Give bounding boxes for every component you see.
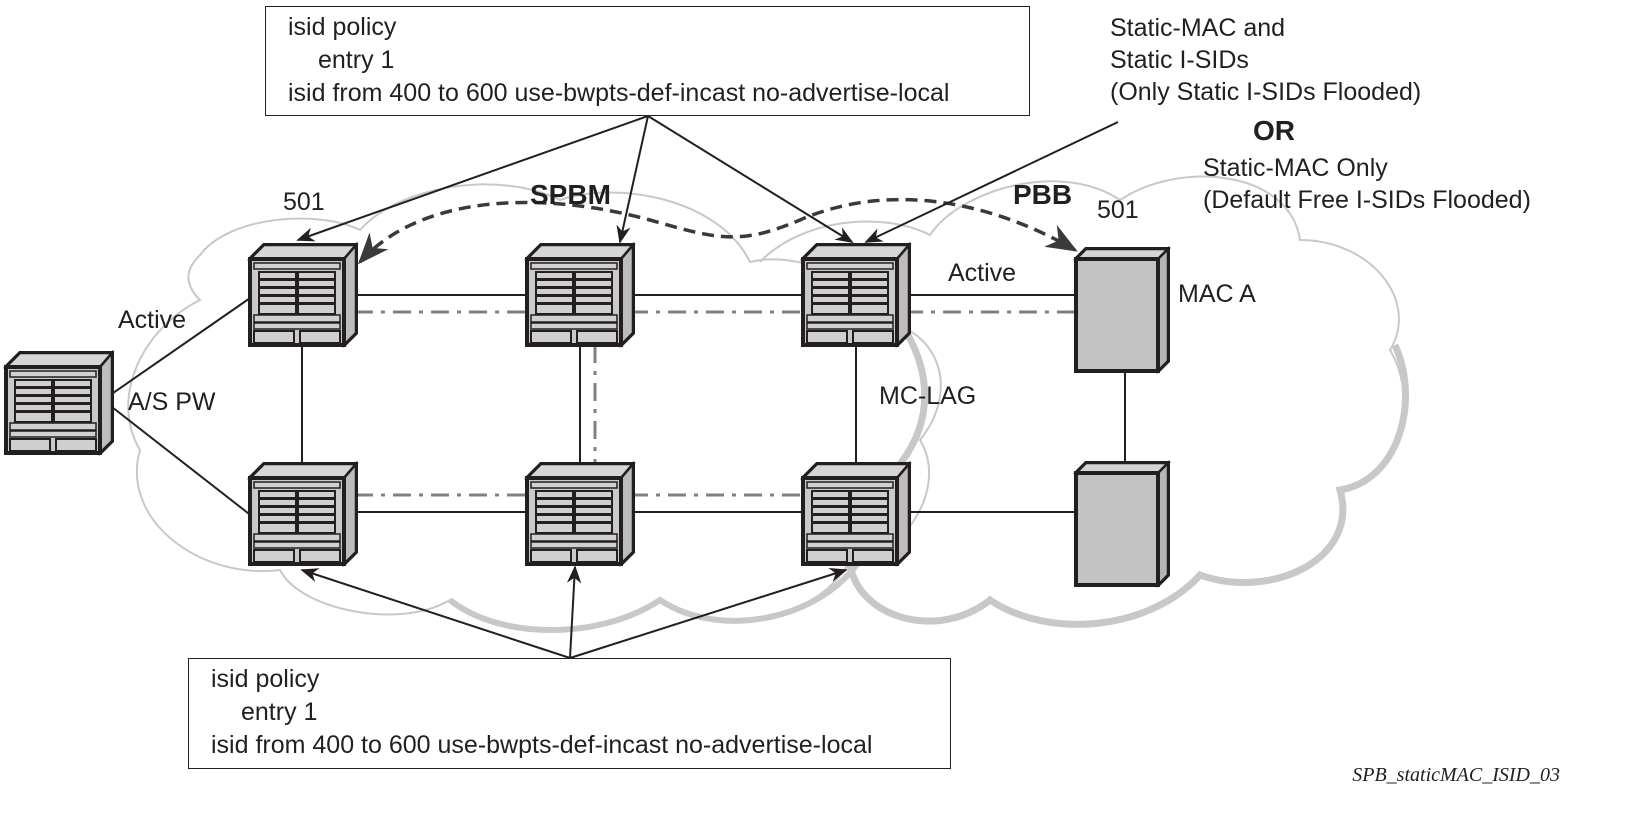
static-mac-annotation: Static-MAC and Static I-SIDs (Only Stati… <box>1110 14 1531 214</box>
router-pbb-bottom[interactable] <box>801 462 911 566</box>
figure-caption: SPB_staticMAC_ISID_03 <box>1352 764 1560 786</box>
annotation-line2: Static I-SIDs <box>1110 46 1249 74</box>
router-spbm-bottom-left[interactable] <box>248 462 358 566</box>
router-access[interactable] <box>4 351 114 455</box>
active-label-right: Active <box>948 259 1016 287</box>
pbb-label: PBB <box>1013 179 1072 210</box>
flooding-path-arrow <box>357 197 1078 265</box>
switch-bottom-right[interactable] <box>1074 461 1170 587</box>
spbm-cloud-shadow <box>448 558 863 633</box>
isid-label-right: 501 <box>1097 196 1139 224</box>
router-spbm-top-left[interactable] <box>248 243 358 347</box>
annotation-line3: (Only Static I-SIDs Flooded) <box>1110 78 1421 106</box>
router-spbm-top-middle[interactable] <box>525 243 635 347</box>
annotation-or: OR <box>1253 115 1295 146</box>
policy-top-line3: isid from 400 to 600 use-bwpts-def-incas… <box>288 79 950 107</box>
isid-policy-box-top: isid policy entry 1 isid from 400 to 600… <box>265 6 1030 116</box>
policy-bottom-line1: isid policy <box>211 665 320 693</box>
router-pbb-top[interactable] <box>801 243 911 347</box>
policy-bottom-line2: entry 1 <box>241 698 318 726</box>
policy-top-line1: isid policy <box>288 13 397 41</box>
policy-top-line2: entry 1 <box>318 46 395 74</box>
isid-policy-box-bottom: isid policy entry 1 isid from 400 to 600… <box>188 658 951 769</box>
top-policy-arrows <box>296 115 1119 244</box>
annotation-line1: Static-MAC and <box>1110 14 1285 42</box>
pbb-cloud-shadow <box>846 328 1409 628</box>
annotation-line4: Static-MAC Only <box>1203 154 1388 182</box>
mc-lag-label: MC-LAG <box>879 382 976 410</box>
annotation-line5: (Default Free I-SIDs Flooded) <box>1203 186 1531 214</box>
dashdot-links <box>355 310 1080 497</box>
as-pw-label: A/S PW <box>128 388 216 416</box>
active-label-left: Active <box>118 306 186 334</box>
bottom-policy-arrows <box>300 565 848 659</box>
solid-links <box>102 294 1126 518</box>
policy-bottom-line3: isid from 400 to 600 use-bwpts-def-incas… <box>211 731 873 759</box>
mac-a-label: MAC A <box>1178 280 1256 308</box>
isid-label-left: 501 <box>283 188 325 216</box>
switch-mac-a[interactable] <box>1074 247 1170 373</box>
spbm-label: SPBM <box>530 179 611 210</box>
router-spbm-bottom-middle[interactable] <box>525 462 635 566</box>
